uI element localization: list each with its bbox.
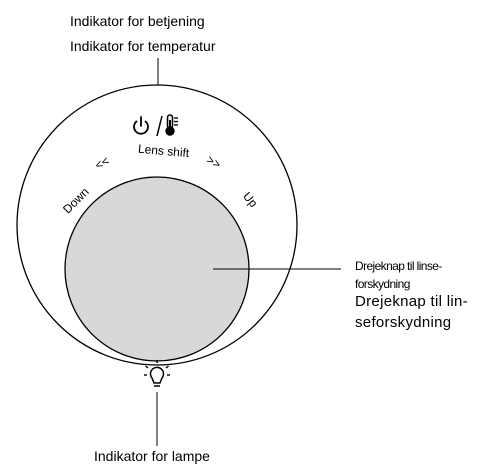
temperature-indicator-label: Indikator for temperatur <box>70 38 216 54</box>
lens-knob-label-line-1: Drejeknap til linse- <box>355 259 442 273</box>
icon-separator <box>156 115 163 137</box>
lens-knob-label-line-2: forskydning <box>355 277 410 291</box>
lens-knob-label-line-3: Drejeknap til lin- <box>355 293 468 310</box>
lamp-indicator-label: Indikator for lampe <box>94 448 210 464</box>
power-icon <box>133 116 149 135</box>
thermometer-icon <box>165 114 178 136</box>
operation-indicator-label: Indikator for betjening <box>70 13 205 29</box>
lens-shift-text: Lens shift <box>137 142 190 160</box>
lens-knob-label-line-4: seforskydning <box>355 314 452 331</box>
right-arrows-text: >> <box>204 152 223 171</box>
lamp-icon <box>144 360 170 387</box>
left-arrows-text: << <box>93 154 112 173</box>
